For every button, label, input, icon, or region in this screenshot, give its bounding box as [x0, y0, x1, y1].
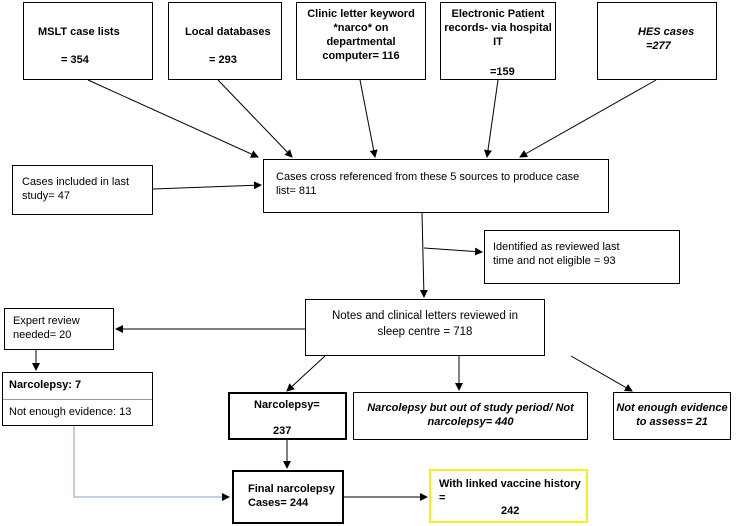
out-of-period-box: Narcolepsy but out of study period/ Not …	[353, 392, 588, 440]
reviewed-last-label: Identified as reviewed last time and not…	[493, 241, 620, 267]
last-study-label: Cases included in last study= 47	[22, 176, 130, 202]
expert-narcolepsy-label: Narcolepsy: 7	[9, 379, 82, 391]
reviewed-last-box: Identified as reviewed last time and not…	[484, 230, 680, 284]
narcolepsy-label: Narcolepsy=	[254, 399, 320, 411]
expert-not-enough-label: Not enough evidence: 13	[9, 406, 132, 418]
arrow-notes-to-notenough	[570, 355, 633, 392]
source-box-mslt: MSLT case lists = 354	[23, 2, 153, 80]
arrow-local-to-crossref	[217, 79, 293, 158]
source-box-hes: HES cases =277	[597, 2, 717, 80]
final-label: Final narcolepsy Cases= 244	[248, 483, 335, 509]
source-box-local: Local databases = 293	[168, 2, 282, 80]
source-epr-label: Electronic Patient records- via hospital…	[444, 8, 552, 48]
not-enough-label: Not enough evidence to assess= 21	[616, 402, 728, 428]
expert-split-divider	[3, 399, 152, 400]
arrow-expert-to-final	[73, 426, 230, 501]
source-hes-label: HES cases	[638, 26, 695, 38]
source-clinic-label: Clinic letter keyword *narco* on departm…	[307, 8, 415, 62]
arrow-clinic-to-crossref	[359, 79, 378, 158]
source-local-label: Local databases	[185, 26, 271, 38]
arrow-epr-to-crossref	[484, 79, 499, 158]
expert-split-box: Narcolepsy: 7 Not enough evidence: 13	[2, 372, 153, 426]
source-epr-count: =159	[490, 66, 515, 78]
arrow-crossref-to-notes	[419, 212, 428, 298]
narcolepsy-count: 237	[273, 425, 292, 437]
cross-ref-label: Cases cross referenced from these 5 sour…	[276, 171, 580, 197]
vaccine-box: With linked vaccine history = 242	[429, 469, 588, 523]
vaccine-label: With linked vaccine history =	[439, 478, 581, 504]
last-study-box: Cases included in last study= 47	[12, 165, 153, 215]
source-box-epr: Electronic Patient records- via hospital…	[440, 2, 556, 80]
source-hes-count: =277	[646, 40, 671, 52]
final-box: Final narcolepsy Cases= 244	[232, 470, 344, 524]
source-mslt-label: MSLT case lists	[38, 26, 120, 38]
expert-box: Expert review needed= 20	[4, 308, 114, 350]
cross-ref-box: Cases cross referenced from these 5 sour…	[263, 159, 609, 213]
source-mslt-count: = 354	[61, 54, 89, 66]
narcolepsy-box: Narcolepsy= 237	[228, 392, 347, 440]
notes-box: Notes and clinical letters reviewed in s…	[305, 299, 545, 356]
arrow-crossref-to-reviewed	[423, 247, 483, 256]
vaccine-count: 242	[501, 505, 520, 517]
expert-label: Expert review needed= 20	[13, 315, 80, 341]
notes-label: Notes and clinical letters reviewed in s…	[331, 310, 518, 338]
out-of-period-label: Narcolepsy but out of study period/ Not …	[367, 402, 574, 428]
not-enough-box: Not enough evidence to assess= 21	[613, 392, 731, 440]
arrow-laststudy-to-crossref	[152, 181, 262, 190]
source-local-count: = 293	[209, 54, 237, 66]
arrow-hes-to-crossref	[519, 79, 657, 158]
arrow-mslt-to-crossref	[87, 79, 259, 158]
source-box-clinic: Clinic letter keyword *narco* on departm…	[296, 2, 426, 80]
arrow-notes-to-narcolepsy	[286, 355, 326, 392]
